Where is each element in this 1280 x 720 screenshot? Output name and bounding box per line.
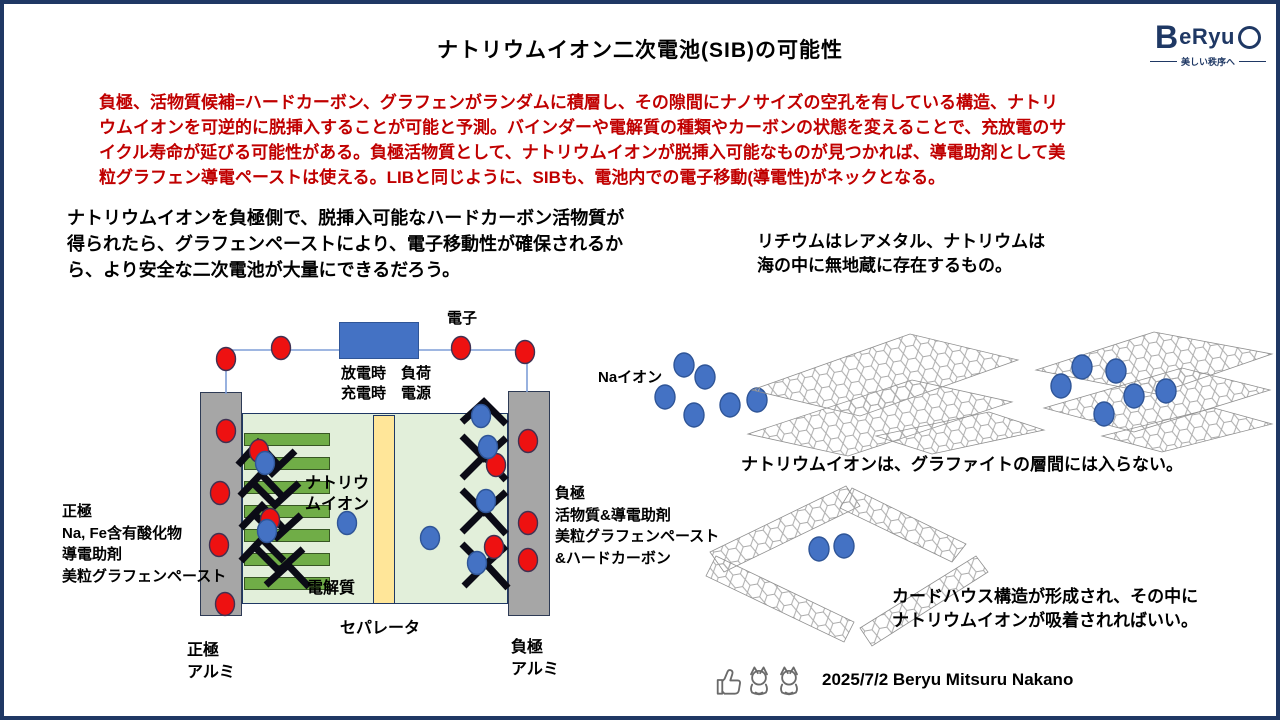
cathode-layer: [244, 529, 330, 542]
tagline-rule-right: [1239, 60, 1267, 63]
tagline-text: 美しい秩序へ: [1181, 57, 1236, 67]
maneki-neko-icon: [780, 666, 798, 696]
logo-letter-b: B: [1155, 19, 1179, 55]
cathode-materials-label: 正極 Na, Fe含有酸化物 導電助剤 美粒グラフェンペースト: [62, 503, 227, 585]
cathode-layer: [244, 553, 330, 566]
graphite-stack-right: [1034, 331, 1274, 453]
graphite-caption-bottom: カードハウス構造が形成され、その中に ナトリウムイオンが吸着されればいい。: [892, 587, 1199, 630]
cathode-layer: [244, 433, 330, 446]
sodium-ion-dots-free: [654, 352, 768, 428]
intro-paragraph: 負極、活物質候補=ハードカーボン、グラフェンがランダムに積層し、その隙間にナノサ…: [99, 93, 1067, 187]
footer-icons: [714, 664, 802, 696]
sodium-ion-label: ナトリウ ムイオン: [305, 475, 370, 513]
graphite-caption-top: ナトリウムイオンは、グラファイトの層間には入らない。: [741, 455, 1183, 474]
anode-materials-label: 負極 活物質&導電助剤 美粒グラフェンペースト &ハードカーボン: [555, 485, 720, 567]
graphite-stack-left: [746, 333, 1046, 457]
page-title: ナトリウムイオン二次電池(SIB)の可能性: [437, 39, 843, 62]
load-power-label: 放電時 負荷 充電時 電源: [341, 365, 432, 402]
anode-foil-label: 負極 アルミ: [511, 639, 559, 678]
anode-current-collector: [508, 391, 550, 616]
logo-tagline: 美しい秩序へ: [1150, 55, 1267, 68]
tagline-rule-left: [1150, 60, 1177, 63]
cathode-layer: [244, 457, 330, 470]
note-right: リチウムはレアメタル、ナトリウムは 海の中に無地蔵に存在するもの。: [757, 232, 1046, 275]
cathode-foil-label: 正極 アルミ: [187, 642, 235, 681]
maneki-neko-icon: [750, 666, 768, 696]
load-power-box: [339, 322, 419, 359]
thumbs-up-icon: [716, 669, 741, 695]
electron-label: 電子: [447, 310, 478, 327]
separator-label: セパレータ: [340, 620, 421, 637]
note-left: ナトリウムイオンを負極側で、脱挿入可能なハードカーボン活物質が 得られたら、グラ…: [67, 208, 625, 280]
logo-text: eRyu: [1179, 24, 1235, 49]
logo-circle-icon: [1237, 25, 1261, 49]
footer-credit: 2025/7/2 Beryu Mitsuru Nakano: [822, 670, 1074, 689]
na-ion-label: Naイオン: [598, 369, 663, 386]
electrolyte-label: 電解質: [307, 580, 356, 597]
separator-strip: [373, 415, 395, 604]
